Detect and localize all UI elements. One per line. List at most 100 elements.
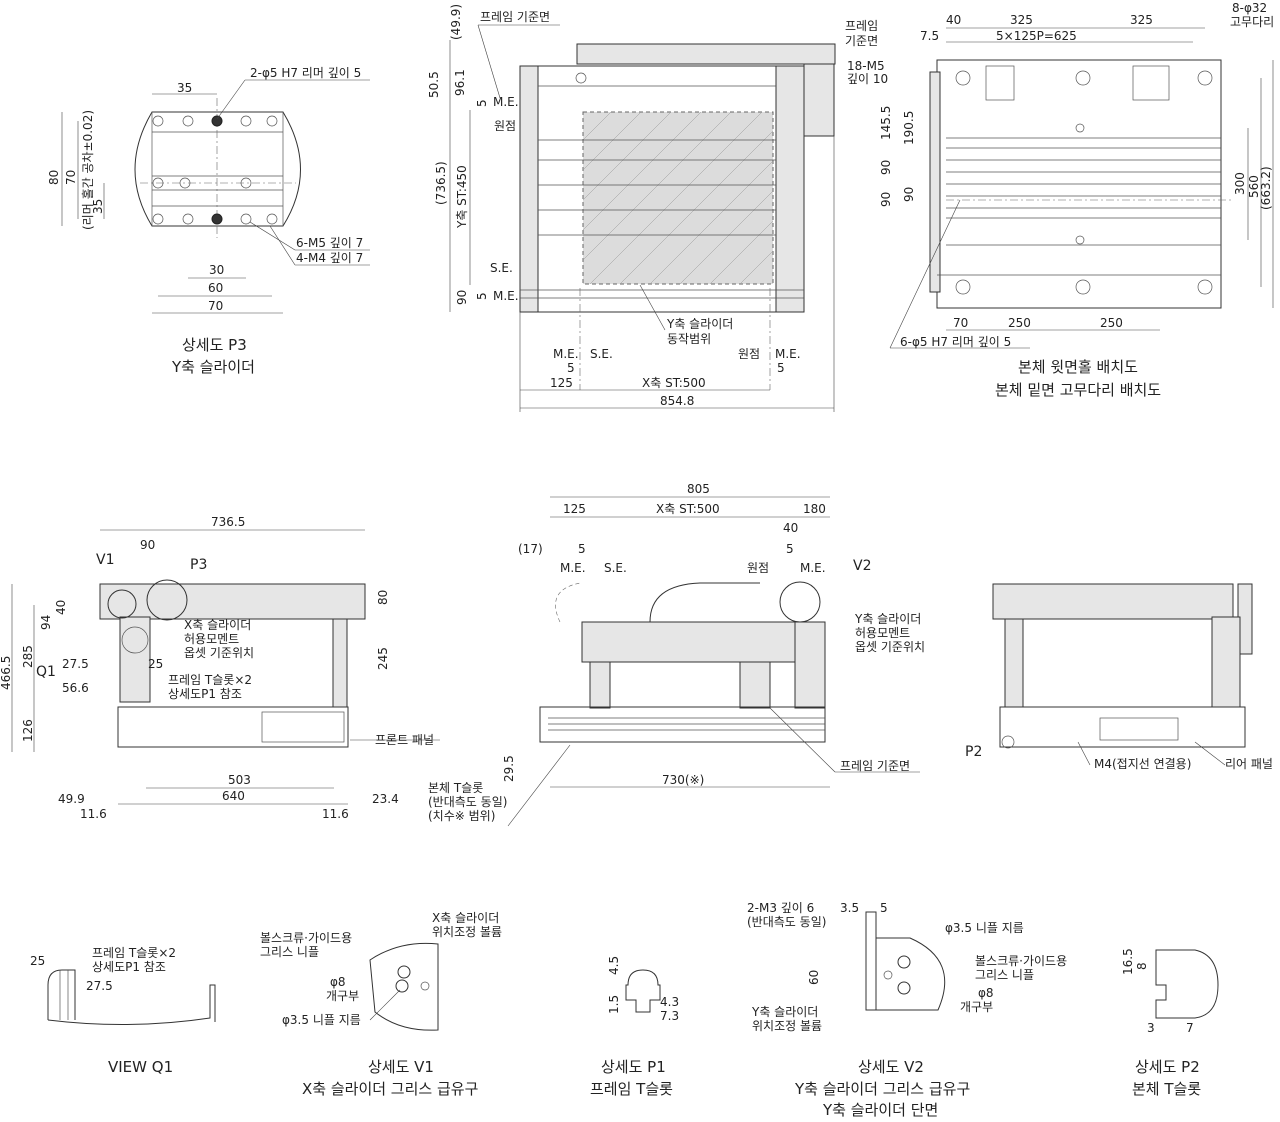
- dim-70h: 70: [208, 299, 223, 313]
- v2-phi8: φ8: [978, 986, 994, 1000]
- y-range-label-2: 동작범위: [667, 332, 711, 346]
- p2-caption-2: 본체 T슬롯: [1132, 1080, 1201, 1098]
- dim-250b: 250: [1100, 316, 1123, 330]
- tslot-side-3: (치수※ 범위): [428, 809, 495, 823]
- m4-ground-label: M4(접지선 연결용): [1094, 757, 1191, 771]
- dim-60: 60: [208, 281, 223, 295]
- reamer-holes: 6-φ5 H7 리머 깊이 5: [900, 335, 1011, 349]
- origin-bottom: 원점: [738, 347, 760, 361]
- v1-phi8: φ8: [330, 975, 346, 989]
- dim-25: 25: [148, 657, 163, 671]
- dim-40-holes: 40: [946, 13, 961, 27]
- dim-145-5: 145.5: [879, 106, 893, 140]
- dim-854-8: 854.8: [660, 394, 694, 408]
- frame-ref-holes-2: 기준면: [845, 34, 878, 48]
- m4-note: 4-M4 깊이 7: [296, 251, 363, 265]
- p3-detail: 35 2-φ5 H7 리머 깊이 5 80 70 (리머 홀간 공차±0.02)…: [47, 66, 370, 376]
- dim-5c: 5: [567, 361, 575, 375]
- dim-40-front: 40: [54, 600, 68, 615]
- dim-11-6b: 11.6: [322, 807, 349, 821]
- dim-30: 30: [209, 263, 224, 277]
- v1-adj-1: X축 슬라이더: [432, 911, 499, 925]
- dim-736-5-top: (736.5): [434, 161, 448, 205]
- v2-detail: 2-M3 깊이 6 (반대측도 동일) 3.5 5 φ3.5 니플 지름 볼스크…: [747, 901, 1067, 1119]
- dim-7-3: 7.3: [660, 1009, 679, 1023]
- dim-663-2: (663.2): [1259, 166, 1273, 210]
- m5-holes: 18-M5: [847, 59, 885, 73]
- dim-27-5: 27.5: [62, 657, 89, 671]
- side-view: 805 125 X축 ST:500 180 40 (17) 5 5 M.E. S…: [428, 482, 925, 827]
- dim-736-5: 736.5: [211, 515, 245, 529]
- p3-caption-2: Y축 슬라이더: [171, 358, 255, 376]
- phi32-label: 8-φ32: [1232, 1, 1267, 15]
- dim-466-5: 466.5: [0, 656, 13, 690]
- frame-ref-holes-1: 프레임: [845, 19, 878, 33]
- v2-caption-2: Y축 슬라이더 그리스 급유구: [794, 1080, 970, 1098]
- se-side: S.E.: [604, 561, 627, 575]
- holes-view: 프레임 기준면 18-M5 깊이 10 8-φ32 고무다리 40 325 32…: [845, 1, 1274, 399]
- dim-49-9-front: 49.9: [58, 792, 85, 806]
- v1-nipple-1: 볼스크류·가이드용: [260, 931, 352, 945]
- dim-40-side: 40: [783, 521, 798, 535]
- dim-11-6a: 11.6: [80, 807, 107, 821]
- dim-285: 285: [21, 645, 35, 668]
- me-bottom-1: M.E.: [553, 347, 579, 361]
- me-side-2: M.E.: [800, 561, 826, 575]
- tslot-q1-1: 프레임 T슬롯×2: [92, 946, 176, 960]
- v1-phi35: φ3.5 니플 지름: [282, 1013, 361, 1027]
- dim-125-side: 125: [563, 502, 586, 516]
- dim-35: 35: [177, 81, 192, 95]
- v1-nipple-2: 그리스 니플: [260, 945, 319, 959]
- v2-label: V2: [853, 558, 871, 574]
- dim-805: 805: [687, 482, 710, 496]
- dim-8: 8: [1135, 962, 1149, 970]
- dim-3-5: 3.5: [840, 901, 859, 915]
- dim-50-5: 50.5: [427, 71, 441, 98]
- dim-5-side-a: 5: [578, 542, 586, 556]
- y-range-label: Y축 슬라이더: [666, 317, 733, 331]
- dim-300: 300: [1233, 172, 1247, 195]
- dim-70: 70: [64, 170, 78, 185]
- dim-56-6: 56.6: [62, 681, 89, 695]
- dim-730: 730(※): [662, 773, 704, 787]
- dim-503: 503: [228, 773, 251, 787]
- rubber-feet-label: 고무다리: [1230, 15, 1274, 29]
- y-moment-1: Y축 슬라이더: [854, 612, 921, 626]
- se-label-top: S.E.: [490, 261, 513, 275]
- dim-1-5: 1.5: [607, 995, 621, 1014]
- top-view: 프레임 기준면 (49.9) 50.5 96.1 5 M.E. 원점 (736.…: [427, 4, 836, 412]
- x-moment-1: X축 슬라이더: [184, 618, 251, 632]
- dim-5-v2: 5: [880, 901, 888, 915]
- me-label-top: M.E.: [493, 95, 519, 109]
- dim-245: 245: [376, 647, 390, 670]
- dim-35v: 35: [91, 199, 105, 214]
- dim-17: (17): [518, 542, 543, 556]
- dim-5d: 5: [777, 361, 785, 375]
- v2-nipple-2: 그리스 니플: [975, 968, 1034, 982]
- dim-7-5: 7.5: [920, 29, 939, 43]
- dim-27-5-q1: 27.5: [86, 979, 113, 993]
- tslot-side-2: (반대측도 동일): [428, 795, 507, 809]
- p2-caption: 상세도 P2: [1135, 1058, 1200, 1076]
- tslot-side-1: 본체 T슬롯: [428, 781, 483, 795]
- dim-180: 180: [803, 502, 826, 516]
- dim-325b: 325: [1130, 13, 1153, 27]
- q1-label: Q1: [36, 664, 56, 680]
- pitch-label: 5×125P=625: [996, 29, 1077, 43]
- dim-16-5: 16.5: [1121, 948, 1135, 975]
- v2-adj-1: Y축 슬라이더: [751, 1005, 818, 1019]
- dim-96-1: 96.1: [453, 69, 467, 96]
- dim-5b: 5: [475, 292, 489, 300]
- dim-90c: 90: [902, 187, 916, 202]
- m5-note: 6-M5 깊이 7: [296, 236, 363, 250]
- se-bottom-1: S.E.: [590, 347, 613, 361]
- dim-90a: 90: [879, 160, 893, 175]
- dim-126: 126: [21, 719, 35, 742]
- reamer-tolerance: (리머 홀간 공차±0.02): [81, 110, 95, 230]
- dim-70-holes: 70: [953, 316, 968, 330]
- x-moment-3: 옵셋 기준위치: [184, 646, 254, 660]
- tslot-front-2: 상세도P1 참조: [168, 687, 242, 701]
- dim-640: 640: [222, 789, 245, 803]
- front-view: 736.5 V1 90 P3 80 94 40 466.5 285 27.5 2…: [0, 515, 440, 821]
